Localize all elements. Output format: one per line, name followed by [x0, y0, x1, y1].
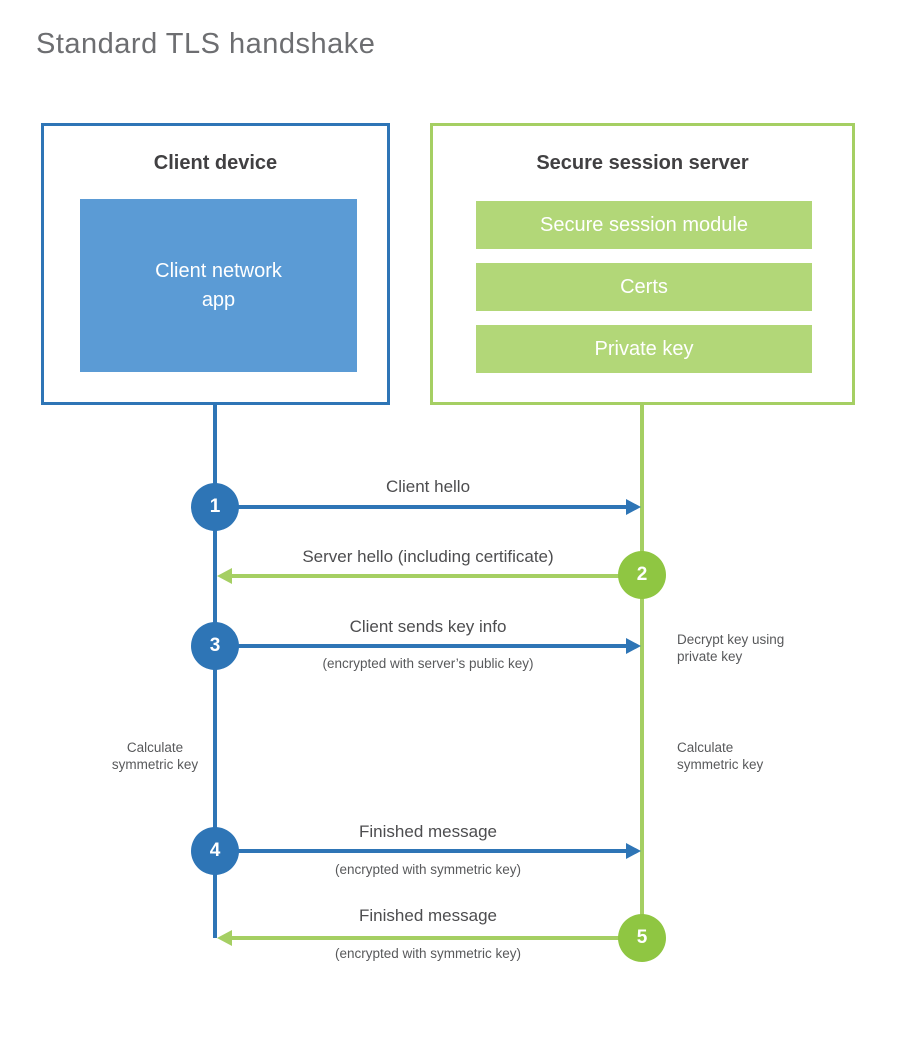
- note-calc-right-line1: Calculate: [677, 740, 734, 755]
- message-label-finished-server: Finished message: [359, 906, 497, 925]
- note-decrypt-line2: private key: [677, 649, 743, 664]
- step-circle-3: 3: [191, 622, 239, 670]
- message-sub-finished-client: (encrypted with symmetric key): [334, 862, 522, 877]
- message-label-finished-client: Finished message: [359, 822, 497, 841]
- page-title: Standard TLS handshake: [36, 28, 376, 60]
- server-private-key-bar: Private key: [476, 325, 812, 373]
- step-circle-2: 2: [618, 551, 666, 599]
- step-circle-1: 1: [191, 483, 239, 531]
- arrow-shaft-step1: [237, 505, 627, 509]
- arrowhead-right-icon: [626, 843, 641, 859]
- message-label-key-info: Client sends key info: [349, 617, 507, 636]
- arrow-shaft-step4: [238, 849, 627, 853]
- message-sub-finished-server: (encrypted with symmetric key): [334, 946, 522, 961]
- client-lifeline: [213, 405, 217, 938]
- message-label-server-hello: Server hello (including certificate): [302, 547, 554, 566]
- secure-session-server-box: Secure session server Secure session mod…: [430, 123, 855, 405]
- message-label-client-hello: Client hello: [385, 477, 471, 496]
- note-decrypt-line1: Decrypt key using: [677, 632, 785, 647]
- step-circle-5: 5: [618, 914, 666, 962]
- note-calc-symmetric-key-server: Calculate symmetric key: [677, 739, 827, 773]
- arrow-shaft-step2: [231, 574, 620, 578]
- note-calc-right-line2: symmetric key: [677, 757, 764, 772]
- server-certs-bar: Certs: [476, 263, 812, 311]
- arrow-shaft-step3: [238, 644, 627, 648]
- client-app-label-line2: app: [201, 288, 236, 311]
- note-calc-left-line1: Calculate: [126, 740, 184, 755]
- arrowhead-left-icon: [217, 568, 232, 584]
- arrowhead-right-icon: [626, 638, 641, 654]
- note-decrypt-key: Decrypt key using private key: [677, 631, 827, 665]
- arrow-shaft-step5: [231, 936, 620, 940]
- note-calc-left-line2: symmetric key: [111, 757, 199, 772]
- client-app-label-line1: Client network: [155, 259, 282, 282]
- arrowhead-right-icon: [626, 499, 641, 515]
- server-lifeline: [640, 405, 644, 950]
- message-sub-key-info: (encrypted with server’s public key): [322, 656, 534, 671]
- client-device-title: Client device: [153, 152, 278, 174]
- step-circle-4: 4: [191, 827, 239, 875]
- server-title: Secure session server: [536, 152, 749, 174]
- client-network-app-box: Client network app: [80, 199, 357, 372]
- note-calc-symmetric-key-client: Calculate symmetric key: [85, 739, 225, 773]
- server-module-bar: Secure session module: [476, 201, 812, 249]
- arrowhead-left-icon: [217, 930, 232, 946]
- client-device-box: Client device Client network app: [41, 123, 390, 405]
